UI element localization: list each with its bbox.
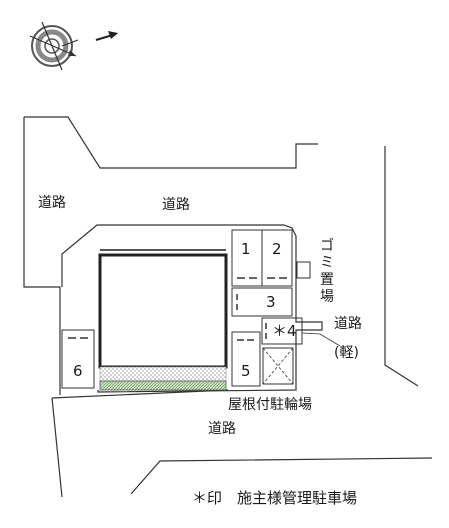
parking-number-1: 1 <box>241 240 251 258</box>
parking-space-6 <box>61 329 95 389</box>
road-label-bottom: 道路 <box>208 421 236 437</box>
light-vehicle-note: (軽) <box>334 345 359 361</box>
parking-area <box>61 229 303 389</box>
parking-space-1 <box>231 229 263 287</box>
light-vehicle-leader <box>301 332 341 347</box>
wheel-stops <box>68 277 287 341</box>
legend-text: ＊印 施主様管理駐車場 <box>192 489 358 507</box>
garbage-box <box>296 261 311 279</box>
parking-space-4 <box>261 317 303 345</box>
road-boundary-right <box>384 146 419 387</box>
walkway <box>99 366 227 382</box>
building <box>98 253 228 369</box>
road-boundary-lower <box>130 457 433 495</box>
garbage-area-label: ゴミ置場 <box>320 238 334 305</box>
bicycle-parking-label: 屋根付駐輪場 <box>228 397 312 413</box>
bicycle-parking-box <box>262 347 294 385</box>
road-label-top-left: 道路 <box>38 195 66 211</box>
road-label-top: 道路 <box>162 197 190 213</box>
road-label-right: 道路 <box>334 316 362 332</box>
road-boundary-left <box>24 116 318 169</box>
parking-space-5 <box>231 331 261 387</box>
parking-space-3 <box>231 287 293 317</box>
parking-number-5: 5 <box>241 362 251 380</box>
parking-number-6: 6 <box>73 362 83 380</box>
compass-icon <box>29 21 79 71</box>
road-boundary-left-side <box>23 117 61 395</box>
compass-north-arrow <box>95 31 118 41</box>
planting-strip <box>99 380 227 391</box>
parking-space-2 <box>261 229 293 287</box>
site-outline <box>61 224 323 393</box>
parking-number-2: 2 <box>272 240 282 258</box>
parking-number-4: ＊4 <box>272 322 297 340</box>
parking-number-3: 3 <box>266 293 276 311</box>
road-boundary-bottom-left <box>51 397 63 498</box>
